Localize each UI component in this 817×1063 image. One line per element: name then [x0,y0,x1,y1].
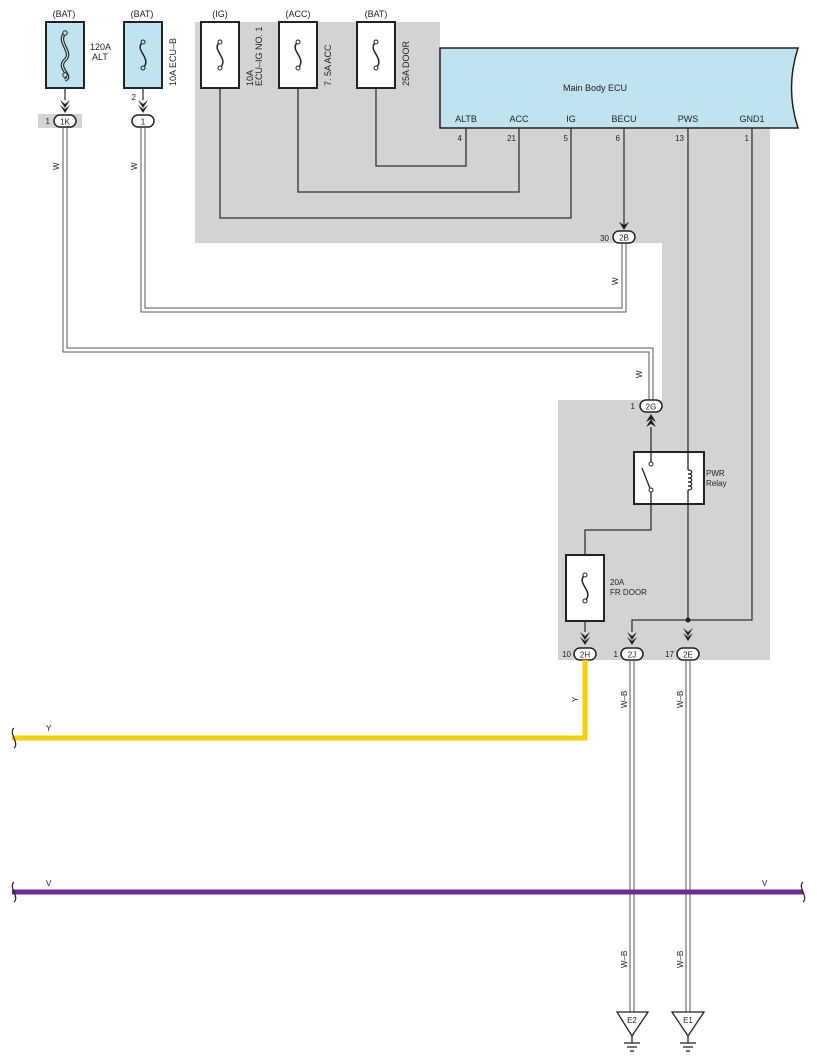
connector-1k [53,114,77,128]
arrow-2h [580,632,590,645]
shaded-area-top [195,22,770,660]
ecu-title: Main Body ECU [563,83,627,93]
wire-break-right [800,881,806,903]
ecu-pin-number: 21 [507,134,516,143]
ecu-pin-name: ALTB [455,114,477,124]
fuse-7-5a-acc: (ACC) [278,9,318,89]
fuse-source: (IG) [212,9,228,19]
fuse-name: ALT [92,52,108,62]
fr-fuse-rating: 20A [610,578,625,587]
main-body-ecu [439,47,800,129]
ground-label: E2 [627,1016,637,1025]
fuse-rating: 10A [245,70,255,86]
fuse-10a-ecu-ig: (IG) [200,9,240,89]
connector-id: 2H [580,651,590,660]
wire-break-left [11,881,17,903]
wire-color-label: W [635,370,644,378]
wire-color-label: Y [571,696,580,702]
ecu-pin-name: IG [566,114,576,124]
fuse-120a-alt: (BAT) [45,9,85,89]
connector-pin: 17 [665,650,674,659]
fuse-source: (BAT) [131,9,154,19]
wire-color-label: V [46,879,52,888]
wire-color-label: W [130,162,139,170]
connector-id: 2E [683,651,693,660]
relay-contact [648,487,654,493]
arrow-2b [619,222,629,230]
ground-e1 [670,1011,706,1052]
connector-id: 1K [60,118,70,127]
connector-1 [131,114,155,128]
connector-id: 2G [646,403,657,412]
ecu-pin-name: BECU [611,114,636,124]
connector-2j [620,647,644,661]
fuse-rating: 10A ECU–B [168,38,178,86]
fuse-source: (BAT) [365,9,388,19]
arrow-2g [646,414,656,427]
arrow-1k [60,100,70,113]
arrow-2j [627,632,637,645]
fuse-terminal [582,572,588,578]
ecu-pin-name: GND1 [739,114,764,124]
fuse-25a-door: (BAT) [356,9,396,89]
fuse-source: (ACC) [286,9,311,19]
fuse-source: (BAT) [53,9,76,19]
wire-break-left [11,727,17,749]
wire-color-label: V [762,879,768,888]
ecu-pin-number: 13 [675,134,684,143]
connector-2e [676,647,700,661]
fuse-rating: 120A [90,42,111,52]
w-wire-1k [62,128,654,400]
ecu-pin-name: PWS [678,114,699,124]
wb-ground-wires [629,660,691,1012]
connector-pin: 30 [600,234,609,243]
arrow-2e [683,628,693,641]
wire-color-label: W–B [676,691,685,708]
yellow-wire [12,660,588,741]
fuse-terminal [582,598,588,604]
connector-id: 1 [141,118,146,127]
wire-color-label: Y [46,724,52,733]
wire-color-label: W–B [620,951,629,968]
fuse-element [581,574,589,602]
wire-color-label: W–B [620,691,629,708]
relay-switch [641,452,693,504]
junction-dot [685,617,691,623]
ground-e2 [615,1011,650,1052]
wire-color-label: W [611,277,620,285]
ecu-pin-name: ACC [509,114,529,124]
ecu-pin-number: 1 [745,134,750,143]
ecu-pin-number: 5 [564,134,569,143]
connector-2g [639,399,663,413]
relay-contact [648,461,654,467]
wire-color-label: W [52,162,61,170]
fuse-lead-wires [64,88,144,100]
connector-id: 2B [619,234,629,243]
fuse-rating: 25A DOOR [401,40,411,86]
w-wire-1 [140,128,627,313]
ecu-supply-wires [219,88,625,225]
ecu-pin-number: 6 [616,134,621,143]
arrow-1 [138,100,148,113]
connector-pin: 2 [132,93,137,102]
connector-id: 2J [628,651,636,660]
ecu-pin-number: 4 [458,134,463,143]
fuse-name: ECU–IG NO. 1 [254,26,264,86]
connector-2b [612,230,636,244]
ground-label: E1 [683,1016,693,1025]
pwr-relay [633,451,705,505]
connector-pin: 1 [46,117,51,126]
fuse-rating: 7. 5A ACC [323,44,333,86]
relay-label: PWR [706,469,725,478]
connector-pin: 1 [631,402,636,411]
fuse-10a-ecu-b: (BAT) [123,9,163,89]
wire-color-label: W–B [676,951,685,968]
relay-label: Relay [706,479,726,488]
connector-pin: 10 [562,650,571,659]
connector-pin: 1 [614,650,619,659]
relay-wires [584,128,753,632]
fr-fuse-name: FR DOOR [610,588,647,597]
